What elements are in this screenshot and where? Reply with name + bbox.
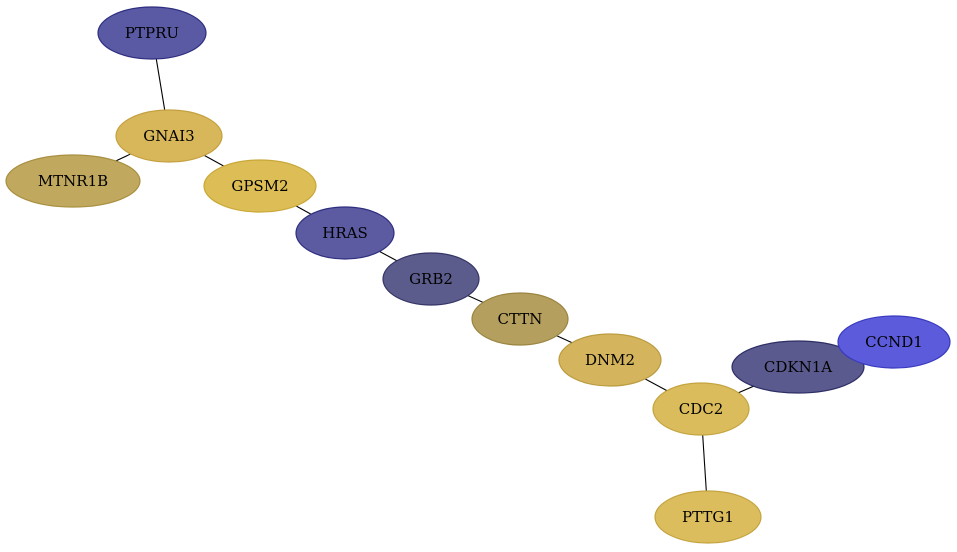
node-ellipse — [652, 382, 750, 436]
node-ellipse — [97, 6, 207, 60]
node-ellipse — [5, 154, 141, 208]
node-label: HRAS — [322, 224, 367, 242]
node-cdkn1a[interactable]: CDKN1A — [731, 340, 865, 394]
node-cdc2[interactable]: CDC2 — [652, 382, 750, 436]
node-gnai3[interactable]: GNAI3 — [115, 109, 223, 163]
node-hras[interactable]: HRAS — [295, 206, 395, 260]
node-ellipse — [731, 340, 865, 394]
node-label: CTTN — [498, 310, 543, 328]
node-ellipse — [382, 252, 480, 306]
node-dnm2[interactable]: DNM2 — [558, 333, 662, 387]
node-ellipse — [295, 206, 395, 260]
node-label: PTPRU — [125, 24, 179, 42]
node-label: PTTG1 — [682, 508, 734, 526]
node-label: GNAI3 — [143, 127, 194, 145]
node-ellipse — [471, 292, 569, 346]
node-ellipse — [837, 315, 951, 369]
node-gpsm2[interactable]: GPSM2 — [203, 159, 317, 213]
node-label: DNM2 — [585, 351, 635, 369]
node-cttn[interactable]: CTTN — [471, 292, 569, 346]
node-pttg1[interactable]: PTTG1 — [654, 490, 762, 544]
node-ellipse — [558, 333, 662, 387]
node-mtnr1b[interactable]: MTNR1B — [5, 154, 141, 208]
node-label: CDKN1A — [764, 358, 832, 376]
node-label: MTNR1B — [38, 172, 108, 190]
node-ptpru[interactable]: PTPRU — [97, 6, 207, 60]
node-label: GRB2 — [409, 270, 453, 288]
node-ellipse — [115, 109, 223, 163]
node-grb2[interactable]: GRB2 — [382, 252, 480, 306]
node-ellipse — [654, 490, 762, 544]
node-label: GPSM2 — [231, 177, 288, 195]
node-ellipse — [203, 159, 317, 213]
node-label: CCND1 — [865, 333, 923, 351]
node-label: CDC2 — [679, 400, 724, 418]
node-ccnd1[interactable]: CCND1 — [837, 315, 951, 369]
